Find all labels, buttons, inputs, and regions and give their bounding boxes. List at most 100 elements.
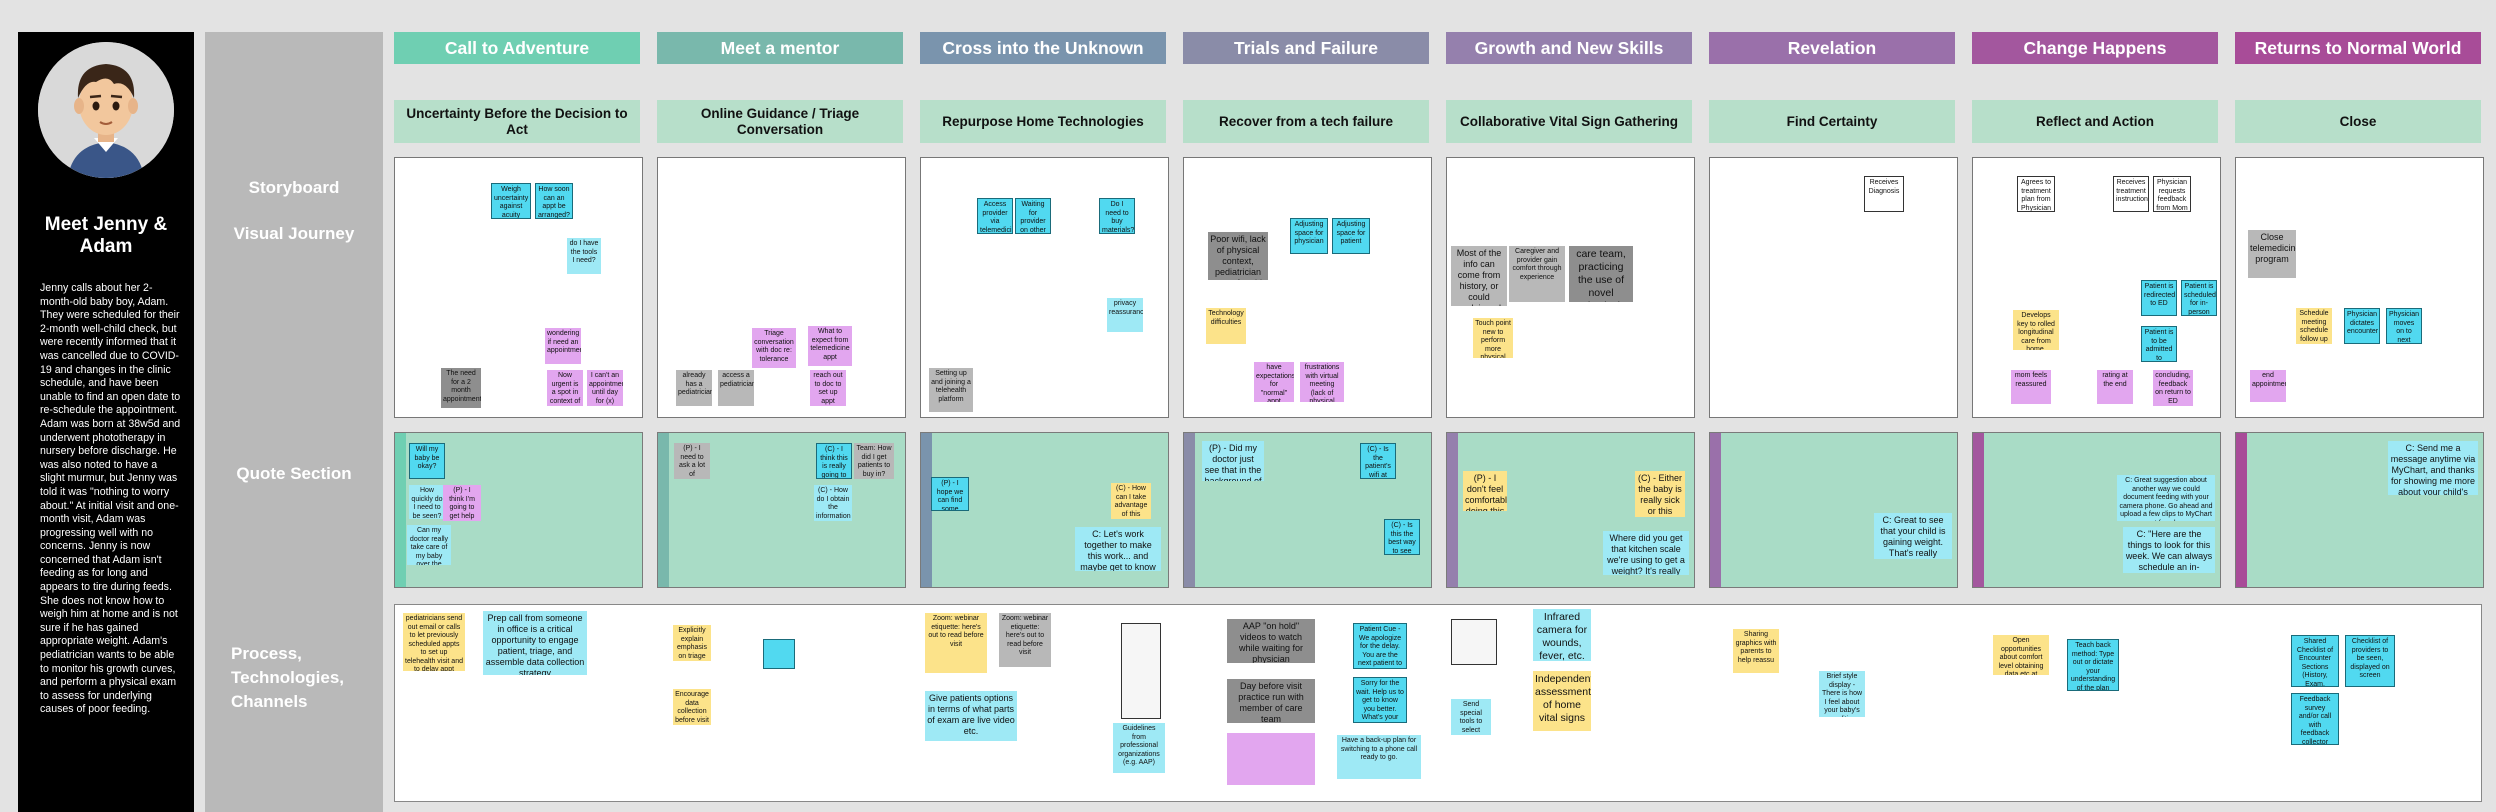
sticky-note: (C) - Is this the best way to see the pa… [1384, 519, 1420, 555]
stage-header-7: Change Happens [1972, 32, 2218, 64]
storyboard-panel-7: Agrees to treatment plan from Physician … [1972, 157, 2221, 418]
storyboard-panel-2: Triage conversation with doc re: toleran… [657, 157, 906, 418]
sticky-note: Physician moves on to next encounter [2386, 308, 2422, 344]
process-note: Give patients options in terms of what p… [925, 691, 1017, 741]
sticky-note: Receives Diagnosis [1864, 176, 1904, 212]
sticky-note: wondering if need an appointment [545, 328, 581, 364]
sticky-note: frustrations with virtual meeting (lack … [1300, 362, 1344, 402]
stage-header-3: Cross into the Unknown [920, 32, 1166, 64]
sticky-note: concluding, feedback on return to ED [2153, 370, 2193, 406]
sticky-note: Close telemedicine program [2248, 230, 2296, 278]
sticky-note: rating at the end [2097, 370, 2133, 404]
image-thumbnail-icon [1451, 619, 1497, 665]
process-note: pediatricians send out email or calls to… [403, 613, 465, 671]
quote-panel-3: (P) - I hope we can find some answers (C… [920, 432, 1169, 588]
process-note: Teach back method: Type out or dictate y… [2067, 639, 2119, 691]
process-note: Feedback survey and/or call with feedbac… [2291, 693, 2339, 745]
process-note: Brief style display - There is how I fee… [1819, 671, 1865, 717]
sticky-note: (P) - I need to ask a lot of questions [674, 443, 710, 479]
sticky-note: Physician requests feedback from Mom [2153, 176, 2191, 212]
process-note: Independent assessment of home vital sig… [1533, 671, 1591, 731]
persona-avatar [38, 42, 174, 178]
sticky-note: Can my doctor really take care of my bab… [407, 525, 451, 565]
sticky-note: Most of the info can come from history, … [1451, 246, 1507, 306]
storyboard-panel-4: Poor wifi, lack of physical context, ped… [1183, 157, 1432, 418]
sticky-note: Receives treatment instructions [2113, 176, 2149, 212]
document-thumbnail-icon [1121, 623, 1161, 719]
sticky-note: Access provider via telemedicine [977, 198, 1013, 234]
quote-panel-6: C: Great to see that your child is gaini… [1709, 432, 1958, 588]
stage-subheader-5: Collaborative Vital Sign Gathering [1446, 100, 1692, 143]
sticky-note: (P) - I think I'm going to get help [443, 485, 481, 521]
stage-subheader-4: Recover from a tech failure [1183, 100, 1429, 143]
sticky-note: Now urgent is a spot in context of pande… [547, 370, 583, 406]
stage-subheader-1: Uncertainty Before the Decision to Act [394, 100, 640, 143]
quote-panel-4: (P) - Did my doctor just see that in the… [1183, 432, 1432, 588]
quote-panel-8: C: Send me a message anytime via MyChart… [2235, 432, 2484, 588]
stage-header-5: Growth and New Skills [1446, 32, 1692, 64]
process-note: Explicitly explain emphasis on triage [673, 625, 711, 661]
storyboard-panel-8: Close telemedicine program Schedule meet… [2235, 157, 2484, 418]
process-note: Have a back-up plan for switching to a p… [1337, 735, 1421, 779]
process-note: Prep call from someone in office is a cr… [483, 611, 587, 675]
process-note: AAP "on hold" videos to watch while wait… [1227, 619, 1315, 663]
row-label-process: Process, Technologies, Channels [231, 644, 345, 711]
quote-panel-1: Will my baby be okay? How quickly do I n… [394, 432, 643, 588]
sticky-note: Physician dictates encounter [2344, 308, 2380, 344]
stage-header-4: Trials and Failure [1183, 32, 1429, 64]
sticky-note: (P) - I hope we can find some answers [931, 477, 969, 511]
process-note: Infrared camera for wounds, fever, etc. [1533, 609, 1591, 661]
sticky-note: Patient is scheduled for in-person visit [2181, 280, 2217, 316]
process-note: Zoom: webinar etiquette: here's out to r… [925, 613, 987, 673]
stage-header-2: Meet a mentor [657, 32, 903, 64]
process-note: Day before visit practice run with membe… [1227, 679, 1315, 723]
sticky-note: Where did you get that kitchen scale we'… [1603, 531, 1689, 575]
sticky-note: Team: How did I get patients to buy in? [854, 443, 894, 479]
row-label-storyboard: Storyboard [248, 178, 340, 197]
sticky-note: have expectations for "normal" appt [1254, 362, 1294, 402]
sticky-note: Waiting for provider on other side of li… [1015, 198, 1051, 234]
stage-subheader-8: Close [2235, 100, 2481, 143]
sticky-note: Weigh uncertainty against acuity [491, 183, 531, 219]
stage-subheader-7: Reflect and Action [1972, 100, 2218, 143]
storyboard-panel-3: Access provider via telemedicine Waiting… [920, 157, 1169, 418]
sticky-note: Caregiver and provider gain comfort thro… [1509, 246, 1565, 302]
quote-panel-7: C: Great suggestion about another way we… [1972, 432, 2221, 588]
persona-name: Meet Jenny & Adam [44, 214, 168, 257]
stage-subheader-3: Repurpose Home Technologies [920, 100, 1166, 143]
sticky-note: Will my baby be okay? [409, 443, 445, 479]
process-note: Open opportunities about comfort level o… [1993, 635, 2049, 675]
sticky-note: How quickly do I need to be seen? [409, 485, 445, 519]
sticky-note: Poor wifi, lack of physical context, ped… [1208, 232, 1268, 280]
sticky-note: (C) - Either the baby is really sick or … [1635, 471, 1685, 517]
sticky-note: What to expect from telemedicine appt [808, 326, 852, 366]
process-note: Sorry for the wait. Help us to get to kn… [1353, 677, 1407, 723]
sticky-note: Adjusting space for physician [1290, 218, 1328, 254]
sticky-note: Do I need to buy materials? [1099, 198, 1135, 234]
sticky-note: C: Great suggestion about another way we… [2117, 475, 2215, 521]
sticky-note: Touch point new to perform more physical… [1473, 318, 1513, 358]
sticky-note: (P) - I don't feel comfortable doing thi… [1463, 471, 1507, 511]
persona-card: Meet Jenny & Adam Jenny calls about her … [18, 32, 194, 812]
sticky-note: Setting up and joining a telehealth plat… [929, 368, 973, 412]
storyboard-panel-1: Weigh uncertainty against acuity How soo… [394, 157, 643, 418]
quote-panel-2: (P) - I need to ask a lot of questions (… [657, 432, 906, 588]
sticky-note: The need for a 2 month appointment [441, 368, 481, 408]
process-note: Guidelines from professional organizatio… [1113, 723, 1165, 773]
sticky-note: Adjusting space for patient [1332, 218, 1370, 254]
storyboard-panel-6: Receives Diagnosis [1709, 157, 1958, 418]
sticky-note: access a pediatrician [718, 370, 754, 406]
stage-header-1: Call to Adventure [394, 32, 640, 64]
sticky-note: Technology difficulties [1206, 308, 1246, 344]
sticky-note: Agrees to treatment plan from Physician [2017, 176, 2055, 212]
sticky-note: C: "Here are the things to look for this… [2123, 527, 2215, 573]
process-note: Zoom: webinar etiquette: here's out to r… [999, 613, 1051, 667]
process-note: Patient Cue - We apologize for the delay… [1353, 623, 1407, 669]
sticky-note: (C) - How can I take advantage of this o… [1111, 483, 1151, 519]
process-note [763, 639, 795, 669]
sticky-note: (P) - Did my doctor just see that in the… [1202, 441, 1264, 481]
storyboard-panel-5: Most of the info can come from history, … [1446, 157, 1695, 418]
process-note: Encourage data collection before visit [673, 689, 711, 725]
sticky-note: C: Send me a message anytime via MyChart… [2388, 441, 2478, 495]
sticky-note: already has a pediatrician [676, 370, 712, 406]
